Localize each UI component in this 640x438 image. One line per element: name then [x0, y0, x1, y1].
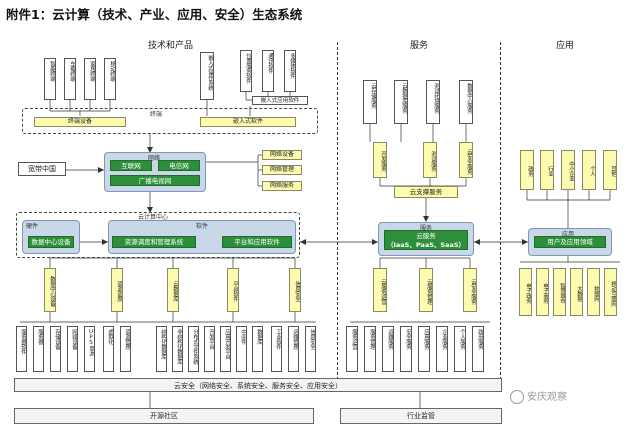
tech-bottom-item: 信息安全: [305, 326, 316, 372]
service-top-item: 云存储服务: [363, 80, 377, 124]
service-top-item: 测试环境服务: [426, 80, 440, 124]
cloud-security-bar: 云安全（网络安全、系统安全、服务安全、应用安全）: [14, 378, 502, 392]
app-top-item: 其他: [603, 150, 617, 190]
separator-right: [500, 42, 501, 380]
service-mid-item: 测试服务: [423, 142, 437, 178]
tech-mid-item: 云数据库: [167, 268, 179, 312]
tech-mid-item: 信息安全: [289, 268, 301, 312]
telecom-box: 电信网: [158, 160, 200, 171]
app-top-item: 个人: [582, 150, 596, 190]
cloud-service-box: 云服务 （IaaS、PaaS、SaaS）: [384, 230, 468, 250]
terminal-item: 智能终端: [44, 58, 56, 100]
embedded-os-box: 嵌入式操作系统: [200, 52, 214, 100]
user-app-box: 用户及应用领域: [534, 236, 606, 248]
tech-bottom-item: 非结构化数据库: [172, 326, 183, 372]
section-app-title: 应用: [556, 41, 575, 51]
app-top-item: 行业: [540, 150, 554, 190]
tech-bottom-item: 分布式文件系统: [188, 326, 199, 372]
tech-bottom-item: 服务器: [33, 326, 44, 372]
embedded-software-box: 嵌入式软件: [200, 117, 296, 127]
industry-regulation-bar: 行业监管: [340, 408, 502, 424]
terminal-item: 车载终端: [64, 58, 76, 100]
hardware-title: 硬件: [26, 223, 39, 230]
tech-bottom-item: 开发平台: [204, 326, 215, 372]
tech-bottom-item: 存储设备: [50, 326, 61, 372]
resource-os-box: 资源调度和管理系统: [112, 236, 196, 248]
open-community-bar: 开源社区: [14, 408, 314, 424]
tech-bottom-item: 网络设备: [67, 326, 78, 372]
app-bottom-item: 智慧城市: [553, 268, 566, 316]
network-right-item: 网络设备: [262, 150, 302, 160]
terminal-area-label: 终端: [150, 111, 163, 118]
app-bottom-item: 电子商务: [536, 268, 549, 316]
service-bottom-item: 运维服务: [382, 326, 394, 372]
embedded-app-item: 通讯软件: [262, 50, 274, 92]
app-top-item: 政务: [520, 150, 534, 190]
tech-bottom-item: 数据库: [252, 326, 263, 372]
app-bottom-item: 物联网: [587, 268, 600, 316]
tech-bottom-item: 应用开发平台: [220, 326, 231, 372]
cloud-support-box: 云支撑服务: [394, 186, 458, 198]
section-service-title: 服务: [410, 41, 429, 51]
app-bottom-item: 大数据: [570, 268, 583, 316]
watermark: 安庆观察: [510, 388, 630, 406]
cloud-service-label: 云服务: [416, 232, 436, 240]
tech-bottom-item: 工业软件: [271, 326, 282, 372]
terminal-item: 移动终端: [104, 58, 116, 100]
tech-bottom-item: 服务器软件: [16, 326, 27, 372]
tech-bottom-item: 运维管理: [288, 326, 299, 372]
platform-software-box: 平台和应用软件: [222, 236, 292, 248]
service-bottom-item: 个人服务: [454, 326, 466, 372]
watermark-text: 安庆观察: [527, 392, 567, 403]
service-lower-item: 云服务运营: [373, 268, 387, 312]
separator-left: [337, 42, 338, 380]
tech-bottom-item: 结构化数据库: [156, 326, 167, 372]
service-top-item: 数据中心服务: [459, 80, 473, 124]
cloud-center-title: 云计算中心: [138, 214, 169, 221]
broadband-china-box: 宽带中国: [18, 162, 66, 176]
app-bottom-item: 移动互联网: [604, 268, 617, 316]
tech-bottom-item: 资源管理: [120, 326, 131, 372]
service-mid-item: 云安全服务: [459, 142, 473, 178]
service-bottom-item: 应用服务: [418, 326, 430, 372]
terminal-device-box: 终端设备: [34, 117, 126, 127]
watermark-logo-icon: [510, 390, 524, 404]
service-bottom-item: 企业服务: [436, 326, 448, 372]
section-tech-title: 技术和产品: [148, 41, 194, 51]
tech-mid-item: 资源调度: [111, 268, 123, 312]
service-bottom-item: 服务运营: [346, 326, 358, 372]
app-panel-title: 应用: [562, 231, 575, 238]
service-mid-item: 开发服务: [373, 142, 387, 178]
terminal-area: [22, 108, 318, 134]
network-right-item: 网络管理: [262, 165, 302, 175]
service-top-item: 云数据库服务: [394, 80, 408, 124]
software-title: 软件: [196, 223, 209, 230]
tech-bottom-item: 中间件: [236, 326, 247, 372]
tech-bottom-item: 虚拟化: [103, 326, 114, 372]
internet-box: 互联网: [110, 160, 152, 171]
embedded-app-label: 嵌入式应用软件: [252, 96, 308, 105]
embedded-app-item: 位置服务软件: [240, 50, 252, 92]
cloud-service-sub: （IaaS、PaaS、SaaS）: [386, 241, 466, 249]
tech-mid-item: 平台软件: [227, 268, 239, 312]
service-lower-item: 云安全服务: [463, 268, 477, 312]
terminal-item: 家居终端: [84, 58, 96, 100]
service-bottom-item: 安全服务: [400, 326, 412, 372]
app-top-item: 中小企业: [561, 150, 575, 190]
tech-mid-item: 数据中心设备: [44, 268, 56, 312]
network-right-item: 网络服务: [262, 181, 302, 191]
network-title: 网络: [148, 155, 161, 162]
embedded-app-item: 多媒体软件: [284, 50, 296, 92]
service-bottom-item: 服务管理: [364, 326, 376, 372]
app-bottom-item: 电子政务: [519, 268, 532, 316]
datacenter-device-box: 数据中心设备: [28, 236, 74, 248]
service-lower-item: 云服务管理: [419, 268, 433, 312]
cloud-service-title: 服务: [420, 225, 433, 232]
cloud-center-area: [16, 212, 300, 258]
catv-box: 广播电视网: [110, 175, 200, 186]
page-title: 附件1：云计算（技术、产业、应用、安全）生态系统: [6, 7, 303, 22]
tech-bottom-item: UPS电源: [84, 326, 95, 372]
service-bottom-item: 政府服务: [472, 326, 484, 372]
